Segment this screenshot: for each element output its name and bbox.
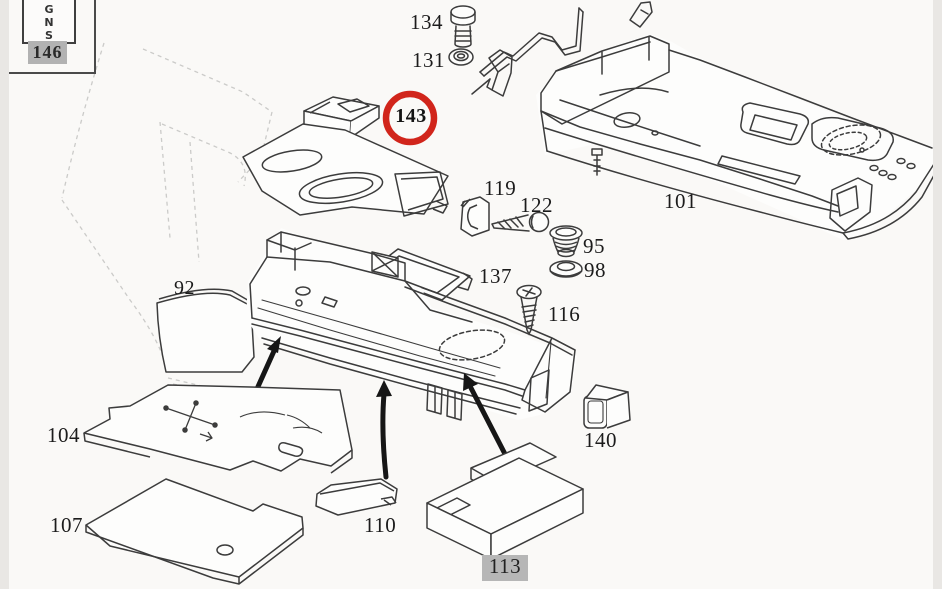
side-panel-92-drawing <box>156 288 255 373</box>
shift-letter-g: G <box>44 3 54 16</box>
shift-indicator-plate: G N S <box>22 0 76 44</box>
panel-110-drawing <box>315 478 398 516</box>
part-label-143: 143 <box>395 105 427 127</box>
part-label-140: 140 <box>584 428 617 452</box>
console-upper-101-drawing <box>471 1 940 240</box>
arrow-middle <box>380 391 389 480</box>
part-label-131: 131 <box>412 48 445 72</box>
screw-122-drawing <box>491 211 550 233</box>
grommet-95-drawing <box>549 225 583 258</box>
clip-119-drawing <box>460 196 490 237</box>
part-label-92: 92 <box>174 277 195 299</box>
part-label-122: 122 <box>520 193 553 217</box>
switch-blank-140-drawing <box>583 384 631 429</box>
part-label-107: 107 <box>50 513 83 537</box>
part-label-110: 110 <box>364 513 397 537</box>
part-label-113: 113 <box>482 555 528 581</box>
panel-107-drawing <box>85 478 304 585</box>
ring-98-drawing <box>549 260 583 278</box>
part-label-146: 146 <box>28 41 67 64</box>
part-label-104: 104 <box>47 423 80 447</box>
console-lower-drawing <box>246 228 577 421</box>
part-label-98: 98 <box>584 258 606 282</box>
part-label-134: 134 <box>410 10 443 34</box>
part-label-119: 119 <box>484 176 517 200</box>
washer-131-drawing <box>448 48 474 66</box>
part-label-101: 101 <box>664 189 697 213</box>
part-label-116: 116 <box>548 302 581 326</box>
highlight-circle-143 <box>382 90 438 146</box>
shift-letter-n: N <box>44 16 54 29</box>
part-label-137: 137 <box>479 264 512 288</box>
shift-letter-s: S <box>45 29 53 42</box>
screw-116-drawing <box>516 284 542 336</box>
foam-113-drawing <box>426 442 584 560</box>
bolt-134-drawing <box>450 5 476 48</box>
part-label-95: 95 <box>583 234 605 258</box>
arrow-right <box>468 385 509 459</box>
mat-104-drawing <box>83 384 353 474</box>
console-cover-panel-drawing <box>242 123 449 217</box>
